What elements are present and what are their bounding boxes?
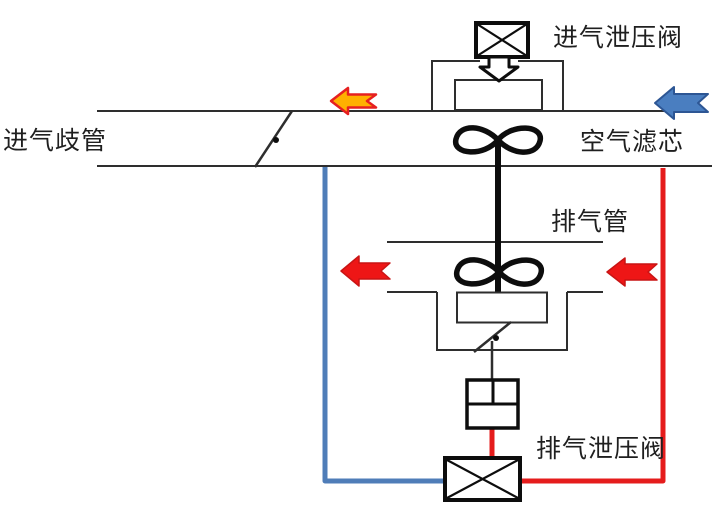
exhaust-relief-valve-label: 排气泄压阀 — [536, 435, 667, 463]
exhaust-out-flow-arrow — [340, 255, 391, 287]
exhaust-pressure-line-red — [489, 168, 666, 484]
intake-relief-valve-icon — [474, 21, 530, 59]
intake-piping — [97, 60, 712, 167]
intake-manifold-label: 进气歧管 — [3, 127, 108, 155]
fresh-air-in-flow-arrow — [654, 86, 709, 120]
turbine-rotor-icon — [454, 257, 544, 287]
compressor-housing-box — [454, 79, 543, 111]
wastegate-valve-icon — [473, 321, 512, 380]
intake-charge-flow-arrow — [329, 86, 378, 116]
turbine-housing-box — [456, 291, 548, 324]
boost-reference-line-blue — [322, 167, 444, 484]
blowoff-branch-left — [431, 60, 480, 111]
air-filter-label: 空气滤芯 — [580, 128, 685, 156]
throttle-valve-icon — [253, 110, 294, 168]
intake-relief-valve-label: 进气泄压阀 — [553, 24, 684, 52]
wastegate-bypass-duct — [436, 292, 568, 351]
exhaust-in-flow-arrow — [606, 257, 658, 287]
blowoff-discharge-arrow-icon — [478, 55, 520, 83]
compressor-rotor-icon — [453, 125, 543, 155]
exhaust-relief-valve-icon — [443, 456, 522, 502]
blowoff-branch-right — [518, 60, 564, 111]
exhaust-pipe-label: 排气管 — [551, 208, 630, 236]
wastegate-actuator-icon — [465, 378, 520, 430]
